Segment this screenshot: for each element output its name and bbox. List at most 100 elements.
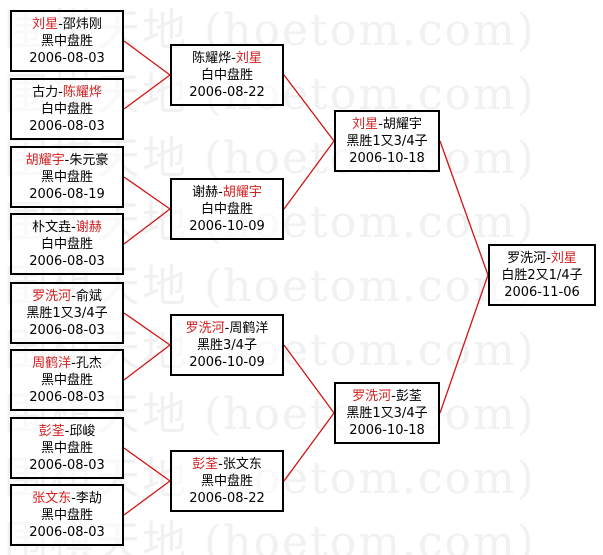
player-separator: - — [58, 84, 63, 100]
player-name: 彭荃 — [192, 456, 219, 472]
player-name: 陈耀烨 — [192, 50, 232, 66]
match-date: 2006-10-09 — [189, 354, 265, 370]
player-separator: - — [64, 152, 70, 168]
player-separator: - — [378, 116, 383, 132]
player-name: 胡耀宇 — [222, 184, 262, 200]
match-players: 罗洗河-刘星 — [507, 250, 577, 267]
match-result: 白胜2又1/4子 — [501, 267, 583, 283]
player-separator: - — [71, 219, 76, 235]
match-players: 刘星-邵炜刚 — [32, 16, 102, 33]
player-separator: - — [71, 355, 76, 371]
player-separator: - — [546, 250, 551, 266]
match-players: 彭荃-张文东 — [192, 456, 262, 473]
match-date: 2006-08-03 — [29, 389, 105, 405]
match-result: 白中盘胜 — [200, 201, 253, 217]
player-name: 谢赫 — [75, 219, 102, 235]
match-players: 陈耀烨-刘星 — [192, 50, 262, 67]
player-name: 陈耀烨 — [62, 84, 102, 100]
match-date: 2006-08-03 — [29, 457, 105, 473]
match-result: 黑中盘胜 — [40, 440, 93, 456]
match-result: 黑胜3/4子 — [197, 337, 257, 353]
player-name: 刘星 — [550, 250, 577, 266]
player-separator: - — [58, 16, 63, 32]
player-name: 罗洗河 — [507, 250, 547, 266]
match-date: 2006-08-03 — [29, 322, 105, 338]
player-name: 邱峻 — [69, 423, 96, 439]
player-name: 胡耀宇 — [382, 116, 422, 132]
player-separator: - — [71, 288, 76, 304]
match-date: 2006-10-18 — [349, 150, 425, 166]
connector-r1m3-r2m2 — [123, 176, 171, 210]
player-name: 罗洗河 — [352, 388, 392, 404]
match-date: 2006-11-06 — [504, 284, 580, 300]
match-result: 黑胜1又3/4子 — [26, 305, 108, 321]
player-name: 张文东 — [32, 490, 72, 506]
player-name: 俞斌 — [75, 288, 102, 304]
player-separator: - — [224, 320, 230, 336]
player-separator: - — [391, 388, 396, 404]
match-players: 彭荃-邱峻 — [39, 423, 96, 440]
connector-r2m3-r3m2 — [283, 344, 335, 414]
match-result: 白中盘胜 — [200, 67, 253, 83]
match-result: 黑胜1又3/4子 — [346, 133, 428, 149]
match-players: 胡耀宇-朱元豪 — [26, 152, 109, 169]
connector-r1m5-r2m3 — [123, 312, 171, 346]
connector-r3m2-final — [439, 274, 489, 414]
match-players: 罗洗河-周鹤洋 — [186, 320, 269, 337]
connector-r1m4-r2m2 — [123, 208, 171, 245]
player-separator: - — [218, 456, 223, 472]
match-date: 2006-08-03 — [29, 118, 105, 134]
player-name: 周鹤洋 — [32, 355, 72, 371]
player-name: 孔杰 — [75, 355, 102, 371]
connector-r1m8-r2m4 — [123, 480, 171, 516]
player-name: 刘星 — [235, 50, 262, 66]
player-name: 谢赫 — [192, 184, 219, 200]
connector-r1m1-r2m1 — [123, 40, 171, 76]
match-date: 2006-08-22 — [189, 490, 265, 506]
player-name: 朴文垚 — [32, 219, 72, 235]
match-result: 黑中盘胜 — [40, 169, 93, 185]
match-date: 2006-08-03 — [29, 524, 105, 540]
player-name: 罗洗河 — [32, 288, 72, 304]
match-players: 朴文垚-谢赫 — [32, 219, 102, 236]
match-players: 刘星-胡耀宇 — [352, 116, 422, 133]
player-name: 张文东 — [222, 456, 262, 472]
match-result: 黑胜1又3/4子 — [346, 405, 428, 421]
match-result: 黑中盘胜 — [40, 507, 93, 523]
match-date: 2006-08-19 — [29, 186, 105, 202]
player-separator: - — [71, 490, 76, 506]
match-result: 黑中盘胜 — [200, 473, 253, 489]
player-name: 邵炜刚 — [62, 16, 102, 32]
connector-r1m6-r2m3 — [123, 344, 171, 381]
player-name: 周鹤洋 — [229, 320, 269, 336]
match-players: 张文东-李劼 — [32, 490, 102, 507]
connector-r2m1-r3m1 — [283, 74, 335, 142]
match-players: 罗洗河-俞斌 — [32, 288, 102, 305]
match-players: 周鹤洋-孔杰 — [32, 355, 102, 372]
match-result: 黑中盘胜 — [40, 372, 93, 388]
match-date: 2006-10-18 — [349, 422, 425, 438]
match-players: 罗洗河-彭荃 — [352, 388, 422, 405]
player-separator: - — [218, 184, 223, 200]
connector-r1m7-r2m4 — [123, 447, 171, 482]
player-separator: - — [231, 50, 236, 66]
match-result: 白中盘胜 — [40, 236, 93, 252]
match-date: 2006-08-03 — [29, 50, 105, 66]
player-name: 古力 — [32, 84, 59, 100]
player-name: 罗洗河 — [185, 320, 225, 336]
match-date: 2006-10-09 — [189, 218, 265, 234]
connector-r2m2-r3m1 — [283, 140, 335, 210]
